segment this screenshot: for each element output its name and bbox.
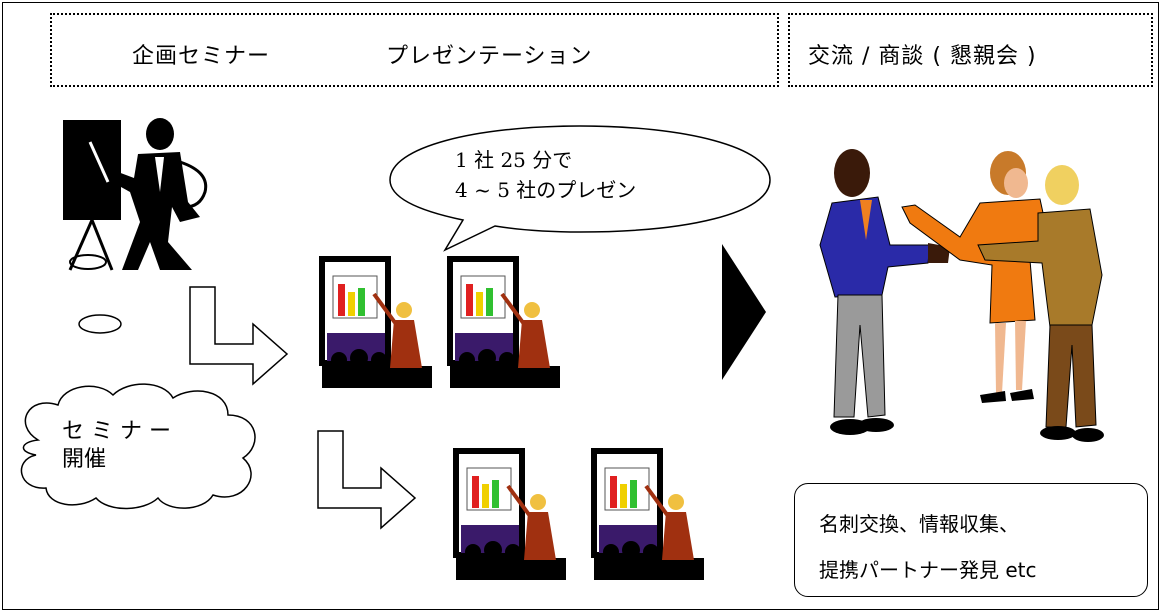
presentation-slide-icon	[319, 256, 432, 388]
exchange-label: 交流 / 商談 ( 懇親会 )	[808, 44, 1037, 69]
seminar-label: 企画セミナー	[132, 44, 271, 69]
presentation-slide-icon	[591, 448, 704, 580]
info-box: 名刺交換、情報収集、 提携パートナー発見 etc	[794, 483, 1148, 597]
presentation-slide-icon	[453, 448, 566, 580]
arrow-icon	[189, 286, 289, 386]
cloud-shape	[20, 383, 256, 510]
speech-text-line1: 1 社 25 分で	[455, 148, 573, 172]
cloud-text-line1: セ ミ ナ ー	[62, 419, 171, 444]
speech-text-line2: 4 ~ 5 社のプレゼン	[455, 178, 637, 202]
small-oval-icon	[78, 314, 122, 334]
triangle-arrow-icon	[722, 244, 766, 380]
cloud-text-line2: 開催	[62, 447, 107, 472]
info-text-line2: 提携パートナー発見 etc	[819, 558, 1037, 582]
presentation-slide-icon	[447, 256, 560, 388]
handshake-people-icon	[819, 149, 1104, 442]
presentation-label: プレゼンテーション	[386, 44, 593, 69]
speech-bubble	[389, 125, 771, 252]
exchange-header-box	[788, 13, 1153, 87]
info-text-line1: 名刺交換、情報収集、	[819, 512, 1019, 536]
arrow-icon	[317, 430, 417, 530]
seminar-header-box	[50, 13, 779, 87]
presenter-silhouette-icon	[63, 118, 208, 271]
